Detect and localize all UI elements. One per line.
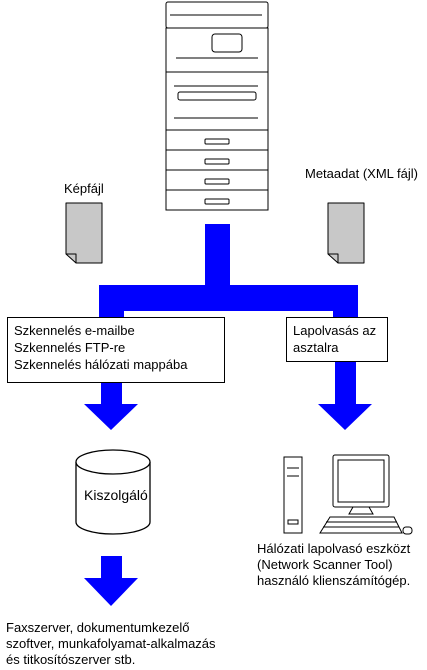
scan-to-desktop-line-2: asztalra: [293, 340, 339, 355]
image-file-label: Képfájl: [64, 181, 104, 196]
scan-to-email-text: Szkennelés e-mailbe: [14, 323, 135, 338]
server-label: Kiszolgáló: [84, 487, 148, 503]
keyboard: [319, 516, 403, 534]
arrow-to-client: [318, 360, 372, 430]
flow-right-drop: [333, 285, 358, 320]
scan-to-ftp-text: Szkennelés FTP-re: [14, 340, 126, 355]
applications-caption-line-1: Faxszerver, dokumentumkezelő: [6, 620, 190, 635]
flow-arrows: [84, 224, 372, 606]
applications-caption-line-2: szoftver, munkafolyamat-alkalmazás: [6, 636, 216, 651]
mouse: [402, 526, 413, 535]
flow-trunk: [205, 224, 230, 290]
mfp-printer-icon: [165, 1, 269, 211]
scan-to-desktop-line-1: Lapolvasás az: [293, 323, 377, 338]
client-caption-line-2: (Network Scanner Tool): [257, 557, 393, 572]
client-caption-line-1: Hálózati lapolvasó eszközt: [257, 541, 411, 556]
client-caption-line-3: használó klienszámítógép.: [257, 573, 411, 588]
client-computer-icon: [283, 454, 413, 535]
flow-left-drop: [99, 285, 124, 320]
metadata-document-icon: [327, 202, 365, 264]
arrow-to-server: [84, 383, 138, 430]
scan-destinations-box: Szkennelés e-mailbe Szkennelés FTP-re Sz…: [7, 317, 225, 383]
client-caption: Hálózati lapolvasó eszközt (Network Scan…: [257, 541, 410, 589]
server-cylinder-icon: [75, 449, 151, 535]
applications-caption-line-3: és titkosítószerver stb.: [6, 652, 136, 667]
arrow-to-applications: [84, 556, 138, 606]
metadata-label: Metaadat (XML fájl): [305, 166, 418, 181]
scan-to-network-folder-text: Szkennelés hálózati mappába: [14, 357, 188, 372]
scan-to-desktop-box: Lapolvasás az asztalra: [286, 317, 388, 362]
flow-branch-horizontal: [99, 285, 358, 311]
applications-caption: Faxszerver, dokumentumkezelő szoftver, m…: [6, 620, 216, 668]
image-file-document-icon: [65, 202, 103, 264]
